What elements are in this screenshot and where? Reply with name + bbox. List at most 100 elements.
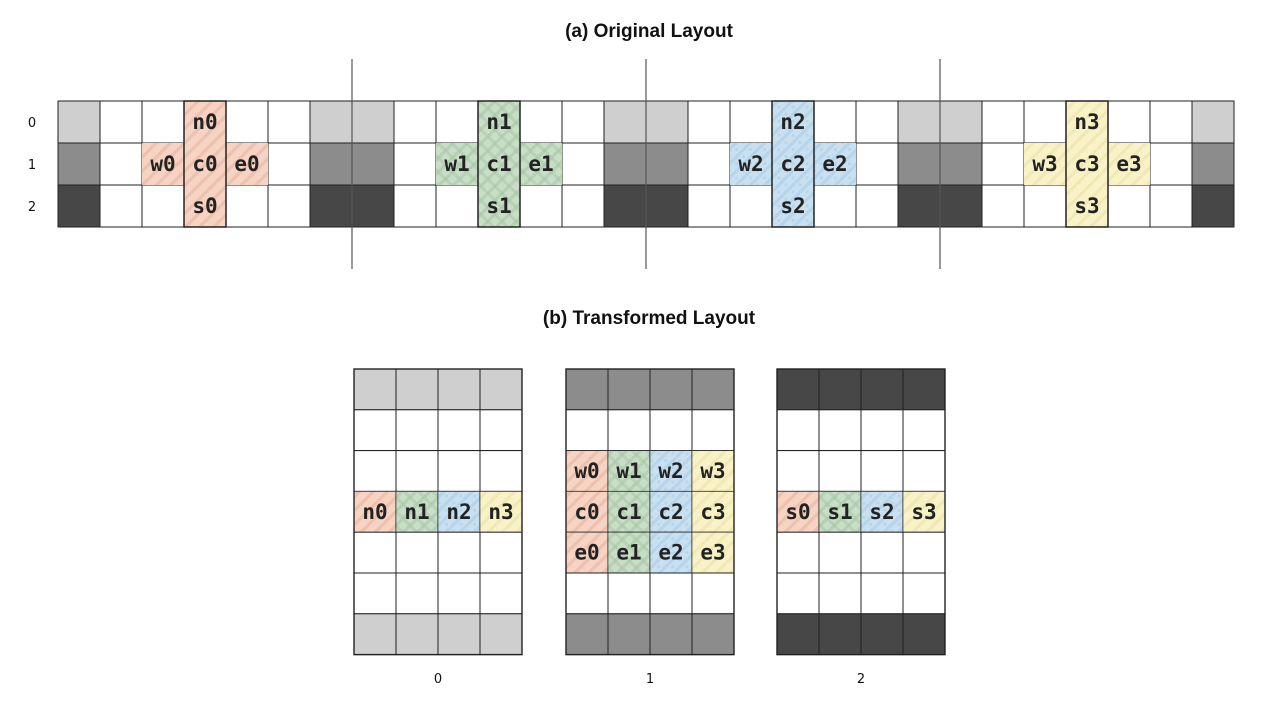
stencil-hatch — [438, 491, 480, 533]
stencil-hatch — [184, 101, 226, 143]
stencil-hatch — [478, 143, 520, 185]
cell-label-c2: c2 — [780, 152, 805, 176]
grid-cell — [855, 184, 899, 228]
cell-label-e1: e1 — [528, 152, 553, 176]
stencil-hatch — [692, 491, 734, 533]
cell-label-n0: n0 — [362, 500, 387, 524]
cell-label-n1: n1 — [404, 500, 429, 524]
grid-cell — [1149, 142, 1193, 186]
grid-cell — [435, 184, 479, 228]
grid-cell — [691, 613, 735, 656]
grid-cell — [776, 572, 820, 615]
grid-cell — [395, 409, 439, 452]
stencil-hatch — [1108, 143, 1150, 185]
block-outline — [776, 368, 946, 656]
stencil-hatch — [1024, 143, 1066, 185]
stencil-hatch — [396, 491, 438, 533]
grid-cell — [395, 368, 439, 411]
cell-label-n2: n2 — [446, 500, 471, 524]
cell-label-e0: e0 — [234, 152, 259, 176]
grid-cell — [479, 450, 523, 492]
cell-label-n1: n1 — [486, 110, 511, 134]
cell-label-e3: e3 — [1116, 152, 1141, 176]
grid-cell — [691, 409, 735, 452]
grid-cell — [897, 100, 941, 144]
stencil-hatch — [226, 143, 268, 185]
grid-cell — [860, 613, 904, 656]
grid-cell — [818, 572, 862, 615]
grid-cell — [435, 100, 479, 144]
grid-cell — [479, 572, 523, 615]
cell-label-w3: w3 — [1032, 152, 1057, 176]
cell-label-w0: w0 — [150, 152, 175, 176]
grid-cell — [99, 184, 143, 228]
grid-cell — [395, 572, 439, 615]
cell-label-n3: n3 — [1074, 110, 1099, 134]
grid-cell — [860, 531, 904, 574]
grid-cell — [351, 100, 395, 144]
grid-cell — [860, 572, 904, 615]
cell-label-w1: w1 — [616, 459, 641, 483]
grid-cell — [561, 184, 605, 228]
stencil-hatch — [1066, 185, 1108, 227]
cell-label-s1: s1 — [827, 500, 852, 524]
grid-cell — [776, 531, 820, 574]
grid-cell — [225, 100, 269, 144]
transformed-layout-title: (b) Transformed Layout — [543, 308, 756, 329]
stencil-hatch — [861, 491, 903, 533]
grid-cell — [565, 368, 609, 411]
stencil-hatch — [184, 185, 226, 227]
grid-cell — [939, 184, 983, 228]
grid-cell — [393, 142, 437, 186]
cell-label-e2: e2 — [658, 541, 683, 565]
grid-cell — [855, 142, 899, 186]
cell-label-e1: e1 — [616, 541, 641, 565]
grid-cell — [57, 184, 101, 228]
cell-label-c1: c1 — [486, 152, 511, 176]
cell-label-s2: s2 — [780, 194, 805, 218]
block-label: 2 — [857, 672, 865, 687]
block-label: 0 — [434, 672, 442, 687]
grid-cell — [818, 613, 862, 656]
grid-cell — [437, 409, 481, 452]
row-label: 1 — [28, 158, 36, 173]
stencil-hatch — [772, 185, 814, 227]
grid-cell — [776, 613, 820, 656]
stencil-hatch — [566, 450, 608, 492]
grid-cell — [687, 142, 731, 186]
stencil-hatch — [608, 450, 650, 492]
grid-cell — [603, 184, 647, 228]
grid-cell — [565, 572, 609, 615]
cell-label-e2: e2 — [822, 152, 847, 176]
grid-cell — [437, 531, 481, 574]
cell-label-c3: c3 — [700, 500, 725, 524]
grid-cell — [57, 142, 101, 186]
grid-cell — [939, 142, 983, 186]
cell-label-e0: e0 — [574, 541, 599, 565]
stencil-column-outline — [477, 100, 521, 228]
grid-cell — [353, 409, 397, 452]
grid-cell — [855, 100, 899, 144]
cell-label-w2: w2 — [658, 459, 683, 483]
grid-cell — [99, 142, 143, 186]
grid-cell — [902, 409, 946, 452]
block-label: 1 — [646, 672, 654, 687]
grid-cell — [603, 142, 647, 186]
grid-cell — [860, 409, 904, 452]
block-outline — [565, 368, 735, 656]
cell-label-s1: s1 — [486, 194, 511, 218]
grid-cell — [603, 100, 647, 144]
cell-label-c3: c3 — [1074, 152, 1099, 176]
grid-cell — [860, 368, 904, 411]
grid-cell — [860, 450, 904, 492]
grid-cell — [687, 184, 731, 228]
grid-cell — [267, 142, 311, 186]
grid-cell — [1023, 184, 1067, 228]
grid-cell — [395, 531, 439, 574]
stencil-column-outline — [771, 100, 815, 228]
